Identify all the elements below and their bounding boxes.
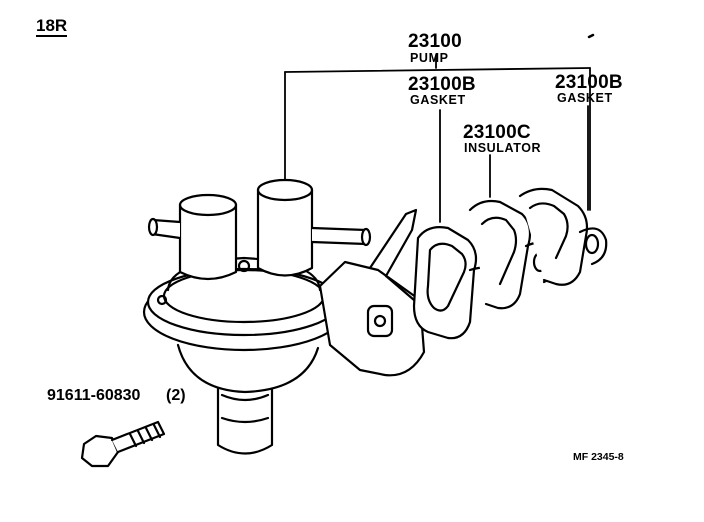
- gasket-right-part-name: GASKET: [557, 91, 613, 105]
- insulator-part-number: 23100C: [463, 122, 531, 143]
- figure-reference: MF 2345-8: [573, 451, 624, 463]
- bolt-quantity: (2): [166, 387, 186, 404]
- fuel-pump-drawing: [142, 178, 426, 455]
- insulator-part-name: INSULATOR: [464, 141, 542, 155]
- bolt-part-number: 91611-60830: [47, 387, 141, 404]
- pump-part-name: PUMP: [410, 51, 449, 65]
- bolt-drawing: [80, 420, 166, 468]
- engine-model-label: 18R: [36, 16, 68, 37]
- leader-lines: [284, 54, 591, 223]
- gasket-left-part-number: 23100B: [408, 74, 476, 95]
- gasket-back-drawing: [518, 187, 608, 286]
- gasket-left-part-name: GASKET: [410, 93, 466, 107]
- corner-mark: [587, 33, 595, 39]
- pump-part-number: 23100: [408, 31, 462, 52]
- gasket-right-part-number: 23100B: [555, 72, 623, 93]
